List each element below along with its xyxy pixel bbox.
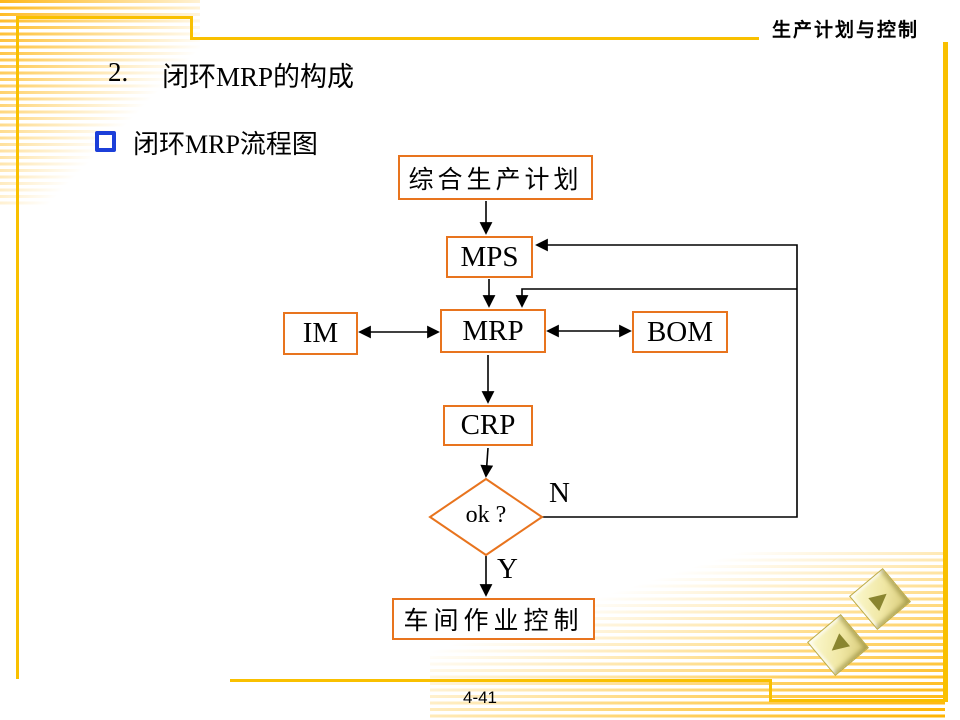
page-number: 4-41 xyxy=(462,688,498,707)
edge-decision-no-to-mps xyxy=(535,238,798,518)
frame-bottom-step xyxy=(769,679,772,702)
decision-diamond xyxy=(428,477,544,557)
nav-back-icon: ◀ xyxy=(823,629,853,660)
frame-top-line-2 xyxy=(190,37,759,40)
bullet-square-icon xyxy=(95,131,116,152)
node-aggregate-production-plan: 综合生产计划 xyxy=(398,155,593,200)
node-shop-floor-control: 车间作业控制 xyxy=(392,598,595,640)
stripes-top-left-decoration xyxy=(0,0,200,205)
frame-bottom-line xyxy=(230,679,772,682)
edge-feedback-to-mrp xyxy=(515,288,797,308)
node-im: IM xyxy=(283,312,358,355)
course-title: 生产计划与控制 xyxy=(772,20,920,41)
edge-label-no: N xyxy=(549,477,570,509)
node-bom: BOM xyxy=(632,311,728,353)
page-title: 闭环MRP的构成 xyxy=(162,62,355,92)
decision-label: ok ? xyxy=(465,502,507,528)
frame-left-line xyxy=(16,16,19,679)
frame-bottom-line-2 xyxy=(769,699,948,702)
node-mps: MPS xyxy=(446,236,533,278)
node-crp: CRP xyxy=(443,405,533,446)
bullet-label: 闭环MRP流程图 xyxy=(133,130,318,159)
node-mrp: MRP xyxy=(440,309,546,353)
frame-top-step xyxy=(190,16,193,40)
section-number: 2. xyxy=(108,57,129,87)
frame-right-line xyxy=(943,42,948,702)
edge-crp-to-decision xyxy=(480,447,494,478)
nav-forward-icon: ▶ xyxy=(865,583,895,614)
frame-top-line xyxy=(16,16,193,19)
edge-label-yes: Y xyxy=(497,553,518,585)
